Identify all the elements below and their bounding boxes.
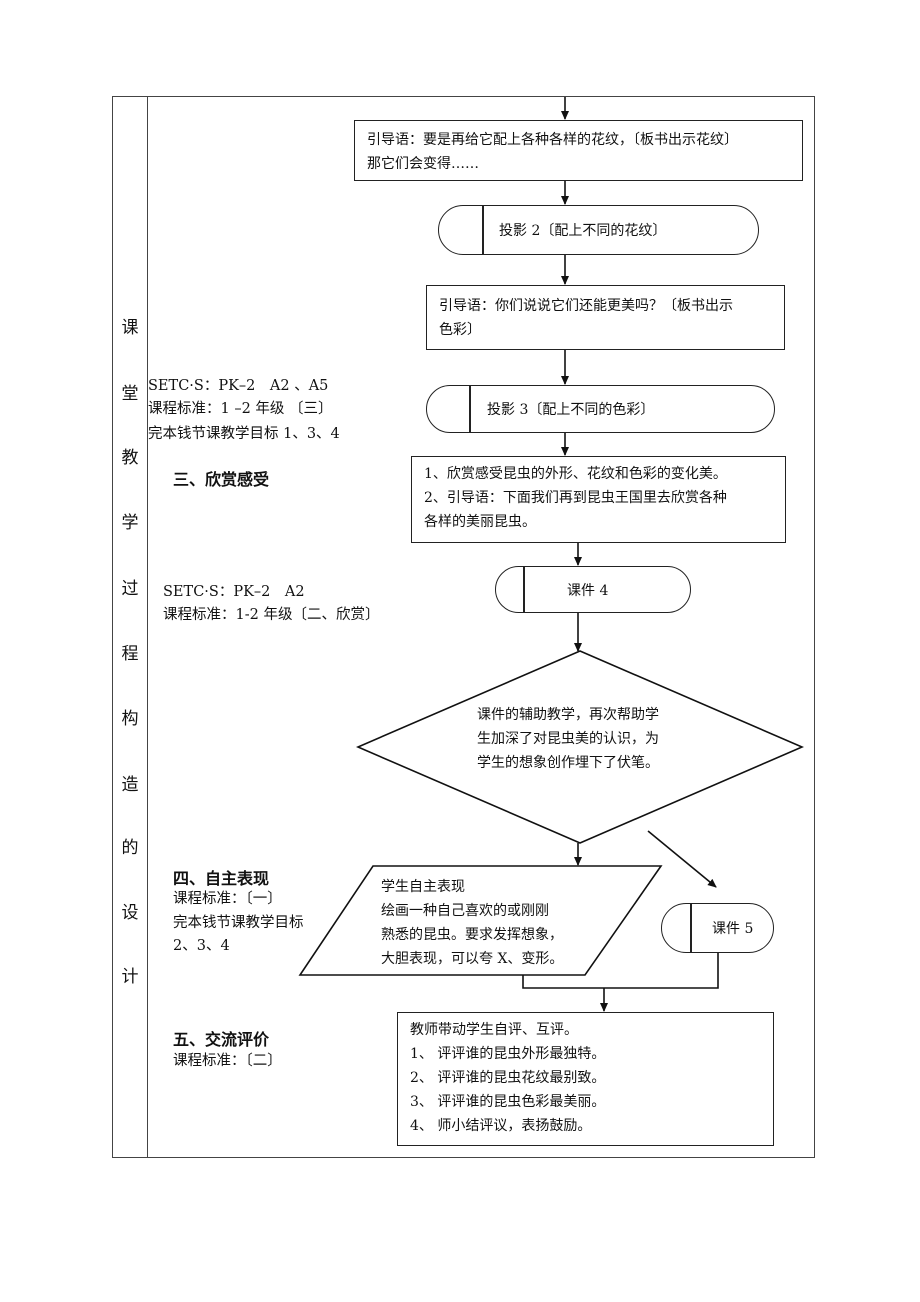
lesson-goal: 完本钱节课教学目标 1、3、4: [148, 426, 340, 442]
diamond-decision-shape: [355, 650, 805, 844]
flow-text: 绘画一种自己喜欢的或刚刚: [381, 903, 549, 919]
flow-text: 1、欣赏感受昆虫的外形、花纹和色彩的变化美。: [424, 466, 727, 482]
vertical-label-char: 构: [121, 709, 139, 729]
flow-text: 学生的想象创作埋下了伏笔。: [477, 755, 659, 771]
setc-standard: SETC·S：PK–2 A2: [163, 584, 305, 600]
flow-box-evaluation: 教师带动学生自评、互评。 1、 评评谁的昆虫外形最独特。 2、 评评谁的昆虫花纹…: [397, 1012, 774, 1146]
pill-divider: [469, 386, 471, 432]
flow-text: 1、 评评谁的昆虫外形最独特。: [410, 1046, 606, 1062]
flow-box-appreciate: 1、欣赏感受昆虫的外形、花纹和色彩的变化美。 2、引导语：下面我们再到昆虫王国里…: [411, 456, 786, 543]
vertical-label-char: 过: [121, 579, 139, 599]
pill-divider: [690, 904, 692, 952]
vertical-label-char: 程: [121, 644, 139, 664]
flow-text: 大胆表现，可以夸 X、变形。: [381, 951, 564, 967]
vertical-label-char: 课: [121, 318, 139, 338]
flow-text: 学生自主表现: [381, 879, 465, 895]
flow-text: 2、 评评谁的昆虫花纹最别致。: [410, 1070, 606, 1086]
flow-text: 引导语：要是再给它配上各种各样的花纹，〔板书出示花纹〕: [367, 132, 738, 148]
flow-text: 各样的美丽昆虫。: [424, 514, 536, 530]
flow-text: 熟悉的昆虫。要求发挥想象，: [381, 927, 563, 943]
flow-pill-projection-2: 投影 2〔配上不同的花纹〕: [438, 205, 759, 255]
vertical-label-char: 的: [121, 838, 139, 858]
section-heading-appreciate: 三、欣赏感受: [173, 470, 270, 489]
flow-pill-projection-3: 投影 3〔配上不同的色彩〕: [426, 385, 775, 433]
section-heading-evaluation: 五、交流评价: [173, 1030, 270, 1049]
flow-box-guide-color: 引导语：你们说说它们还能更美吗？〔板书出示 色彩〕: [426, 285, 785, 350]
flow-text: 那它们会变得……: [367, 156, 479, 172]
curriculum-standard: 课程标准：1-2 年级〔二、欣赏〕: [163, 607, 380, 623]
flow-text: 引导语：你们说说它们还能更美吗？〔板书出示: [439, 298, 733, 314]
parallelogram-text-block: 学生自主表现 绘画一种自己喜欢的或刚刚 熟悉的昆虫。要求发挥想象， 大胆表现，可…: [381, 875, 563, 971]
curriculum-standard: 课程标准：〔一〕: [173, 891, 282, 907]
merge-connector: [522, 953, 719, 989]
vertical-label-char: 教: [121, 448, 139, 468]
flow-text: 投影 3〔配上不同的色彩〕: [487, 402, 655, 418]
flow-pill-courseware-5: 课件 5: [661, 903, 774, 953]
setc-standard: SETC·S：PK–2 A2 、A5: [148, 378, 329, 394]
flow-box-guide-pattern: 引导语：要是再给它配上各种各样的花纹，〔板书出示花纹〕 那它们会变得……: [354, 120, 803, 181]
vertical-label-char: 学: [121, 513, 139, 533]
section-heading-self-expression: 四、自主表现: [173, 869, 270, 888]
flow-text: 色彩〕: [439, 322, 481, 338]
flow-text: 生加深了对昆虫美的认识，为: [477, 731, 659, 747]
pill-divider: [523, 567, 525, 612]
parallelogram-shape: [298, 865, 663, 976]
flow-text: 课件 4: [567, 582, 609, 599]
vertical-label-char: 造: [121, 775, 139, 795]
flow-text: 3、 评评谁的昆虫色彩最美丽。: [410, 1094, 606, 1110]
lesson-goal: 完本钱节课教学目标: [173, 915, 304, 931]
curriculum-standard: 课程标准：〔二〕: [173, 1053, 282, 1069]
vertical-label-char: 设: [121, 903, 139, 923]
flow-text: 4、 师小结评议，表扬鼓励。: [410, 1118, 592, 1134]
curriculum-standard: 课程标准：1 –2 年级 〔三〕: [148, 401, 333, 417]
arrow-connector-diagonal: [647, 830, 717, 888]
lesson-goal-numbers: 2、3、4: [173, 938, 230, 954]
pill-divider: [482, 206, 484, 254]
flow-text: 2、引导语：下面我们再到昆虫王国里去欣赏各种: [424, 490, 727, 506]
flow-text: 教师带动学生自评、互评。: [410, 1022, 578, 1038]
vertical-label-char: 堂: [121, 384, 139, 404]
vertical-label-char: 计: [121, 967, 139, 987]
flow-pill-courseware-4: 课件 4: [495, 566, 691, 613]
diamond-text-block: 课件的辅助教学，再次帮助学 生加深了对昆虫美的认识，为 学生的想象创作埋下了伏笔…: [477, 703, 659, 775]
column-divider: [147, 96, 148, 1158]
flow-text: 课件 5: [712, 921, 754, 937]
flow-text: 课件的辅助教学，再次帮助学: [477, 707, 659, 723]
table-frame: [112, 96, 815, 1158]
flow-text: 投影 2〔配上不同的花纹〕: [499, 223, 667, 239]
